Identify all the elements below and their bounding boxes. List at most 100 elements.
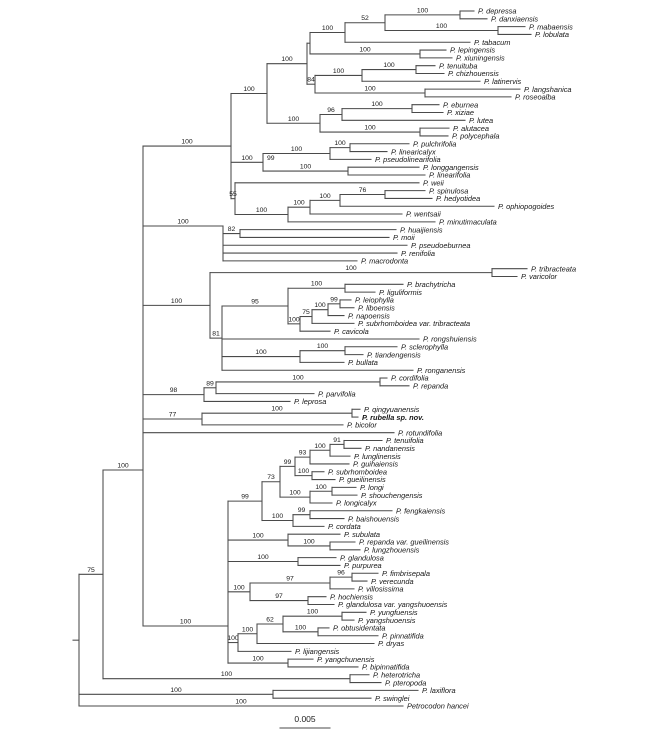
support-value: 100	[177, 219, 189, 226]
taxon-label: P. wentsaii	[406, 210, 441, 219]
support-value: 100	[257, 554, 269, 561]
taxon-label: P. longi	[360, 483, 384, 492]
support-value: 100	[298, 468, 310, 475]
taxon-label: P. dryas	[378, 639, 404, 648]
support-value: 84	[307, 77, 315, 84]
taxon-label: P. tenuituba	[439, 61, 478, 70]
taxon-label: P. glandulosa var. yangshuoensis	[338, 600, 448, 609]
support-value: 99	[284, 459, 292, 466]
taxon-label: P. huaijiensis	[400, 225, 443, 234]
taxon-label: P. fimbrisepala	[382, 569, 430, 578]
support-value: 100	[170, 687, 182, 694]
support-value: 100	[359, 46, 371, 53]
taxon-label: P. lobulata	[535, 30, 569, 39]
taxon-label: P. xiziae	[447, 108, 474, 117]
support-value: 76	[359, 187, 367, 194]
support-value: 99	[330, 296, 338, 303]
support-value: 100	[345, 265, 357, 272]
support-value: 100	[288, 116, 300, 123]
taxon-label: P. hedyotidea	[436, 194, 480, 203]
support-value: 100	[256, 207, 268, 214]
taxon-label: P. moii	[393, 233, 415, 242]
taxon-label: P. subrhomboidea var. tribracteata	[358, 319, 470, 328]
support-value: 55	[229, 191, 237, 198]
taxon-label: P. tribracteata	[531, 264, 576, 273]
taxon-label: P. linearifolia	[429, 171, 470, 180]
support-value: 100	[271, 406, 283, 413]
support-value: 100	[221, 671, 233, 678]
support-value: 100	[235, 699, 247, 706]
support-value: 100	[291, 146, 303, 153]
taxon-label: P. napoensis	[348, 311, 390, 320]
support-value: 100	[233, 584, 245, 591]
taxon-label: P. baishouensis	[348, 514, 400, 523]
support-value: 100	[252, 533, 264, 540]
taxon-label: P. leiophylla	[355, 296, 394, 305]
taxon-label: P. sclerophylla	[401, 342, 448, 351]
taxon-label: P. swinglei	[375, 694, 410, 703]
support-value: 95	[251, 299, 259, 306]
support-value: 96	[337, 570, 345, 577]
taxon-label: P. parvifolia	[318, 389, 356, 398]
taxon-label: P. linearicalyx	[391, 147, 436, 156]
support-value: 100	[171, 298, 183, 305]
support-value: 100	[334, 140, 346, 147]
taxon-label: P. cordifolia	[391, 374, 429, 383]
taxon-label: P. lepingensis	[450, 46, 495, 55]
support-value: 100	[333, 68, 345, 75]
support-value: 52	[361, 15, 369, 22]
taxon-label: P. liboensis	[358, 303, 395, 312]
support-value: 100	[293, 200, 305, 207]
taxon-label: P. liguliformis	[379, 288, 422, 297]
support-value: 100	[227, 635, 239, 642]
support-value: 100	[255, 349, 267, 356]
taxon-label: P. rubella sp. nov.	[362, 413, 424, 422]
support-value: 100	[117, 463, 129, 470]
support-value: 100	[322, 25, 334, 32]
support-value: 100	[292, 374, 304, 381]
taxon-label: P. polycephala	[452, 132, 500, 141]
taxon-label: P. varicolor	[521, 272, 558, 281]
support-value: 100	[364, 125, 376, 132]
support-value: 93	[299, 450, 307, 457]
taxon-label: P. leprosa	[294, 397, 326, 406]
taxon-label: P. danxiaensis	[491, 15, 538, 24]
taxon-label: P. heterotricha	[373, 670, 420, 679]
support-value: 100	[288, 316, 300, 323]
taxon-label: P. longgangensis	[423, 163, 479, 172]
taxon-label: P. cavicola	[334, 327, 369, 336]
support-value: 100	[272, 513, 284, 520]
taxon-label: P. pseudolinearifolia	[375, 155, 441, 164]
support-value: 100	[314, 443, 326, 450]
taxon-label: P. pinnatifida	[382, 631, 424, 640]
support-value: 99	[241, 494, 249, 501]
taxon-label: P. eburnea	[443, 100, 478, 109]
taxon-label: P. nandanensis	[365, 444, 415, 453]
taxon-label: P. rongshuiensis	[423, 335, 477, 344]
taxon-label: P. cordata	[328, 522, 361, 531]
taxon-label: P. ronganensis	[417, 366, 466, 375]
support-value: 100	[252, 656, 264, 663]
support-value: 100	[180, 619, 192, 626]
taxon-label: P. obtusidentata	[333, 624, 385, 633]
taxon-label: P. tiandengensis	[367, 350, 421, 359]
support-value: 98	[170, 387, 178, 394]
support-value: 81	[212, 331, 220, 338]
taxon-label: P. bipinnatifida	[362, 663, 410, 672]
support-value: 82	[228, 226, 236, 233]
taxon-label: P. roseoalba	[515, 93, 556, 102]
support-value: 100	[281, 56, 293, 63]
taxon-label: P. macrodonta	[361, 257, 408, 266]
taxon-label: P. qingyuanensis	[364, 405, 420, 414]
taxon-label: P. bicolor	[347, 421, 377, 430]
taxon-label: P. weii	[423, 178, 444, 187]
support-value: 100	[315, 484, 327, 491]
support-value: 100	[371, 101, 383, 108]
taxon-label: P. chizhouensis	[448, 69, 499, 78]
taxon-label: P. langshanica	[524, 85, 572, 94]
support-value: 97	[286, 576, 294, 583]
support-value: 100	[181, 139, 193, 146]
taxon-label: P. bullata	[348, 358, 378, 367]
taxon-label: P. yangshuoensis	[358, 616, 416, 625]
